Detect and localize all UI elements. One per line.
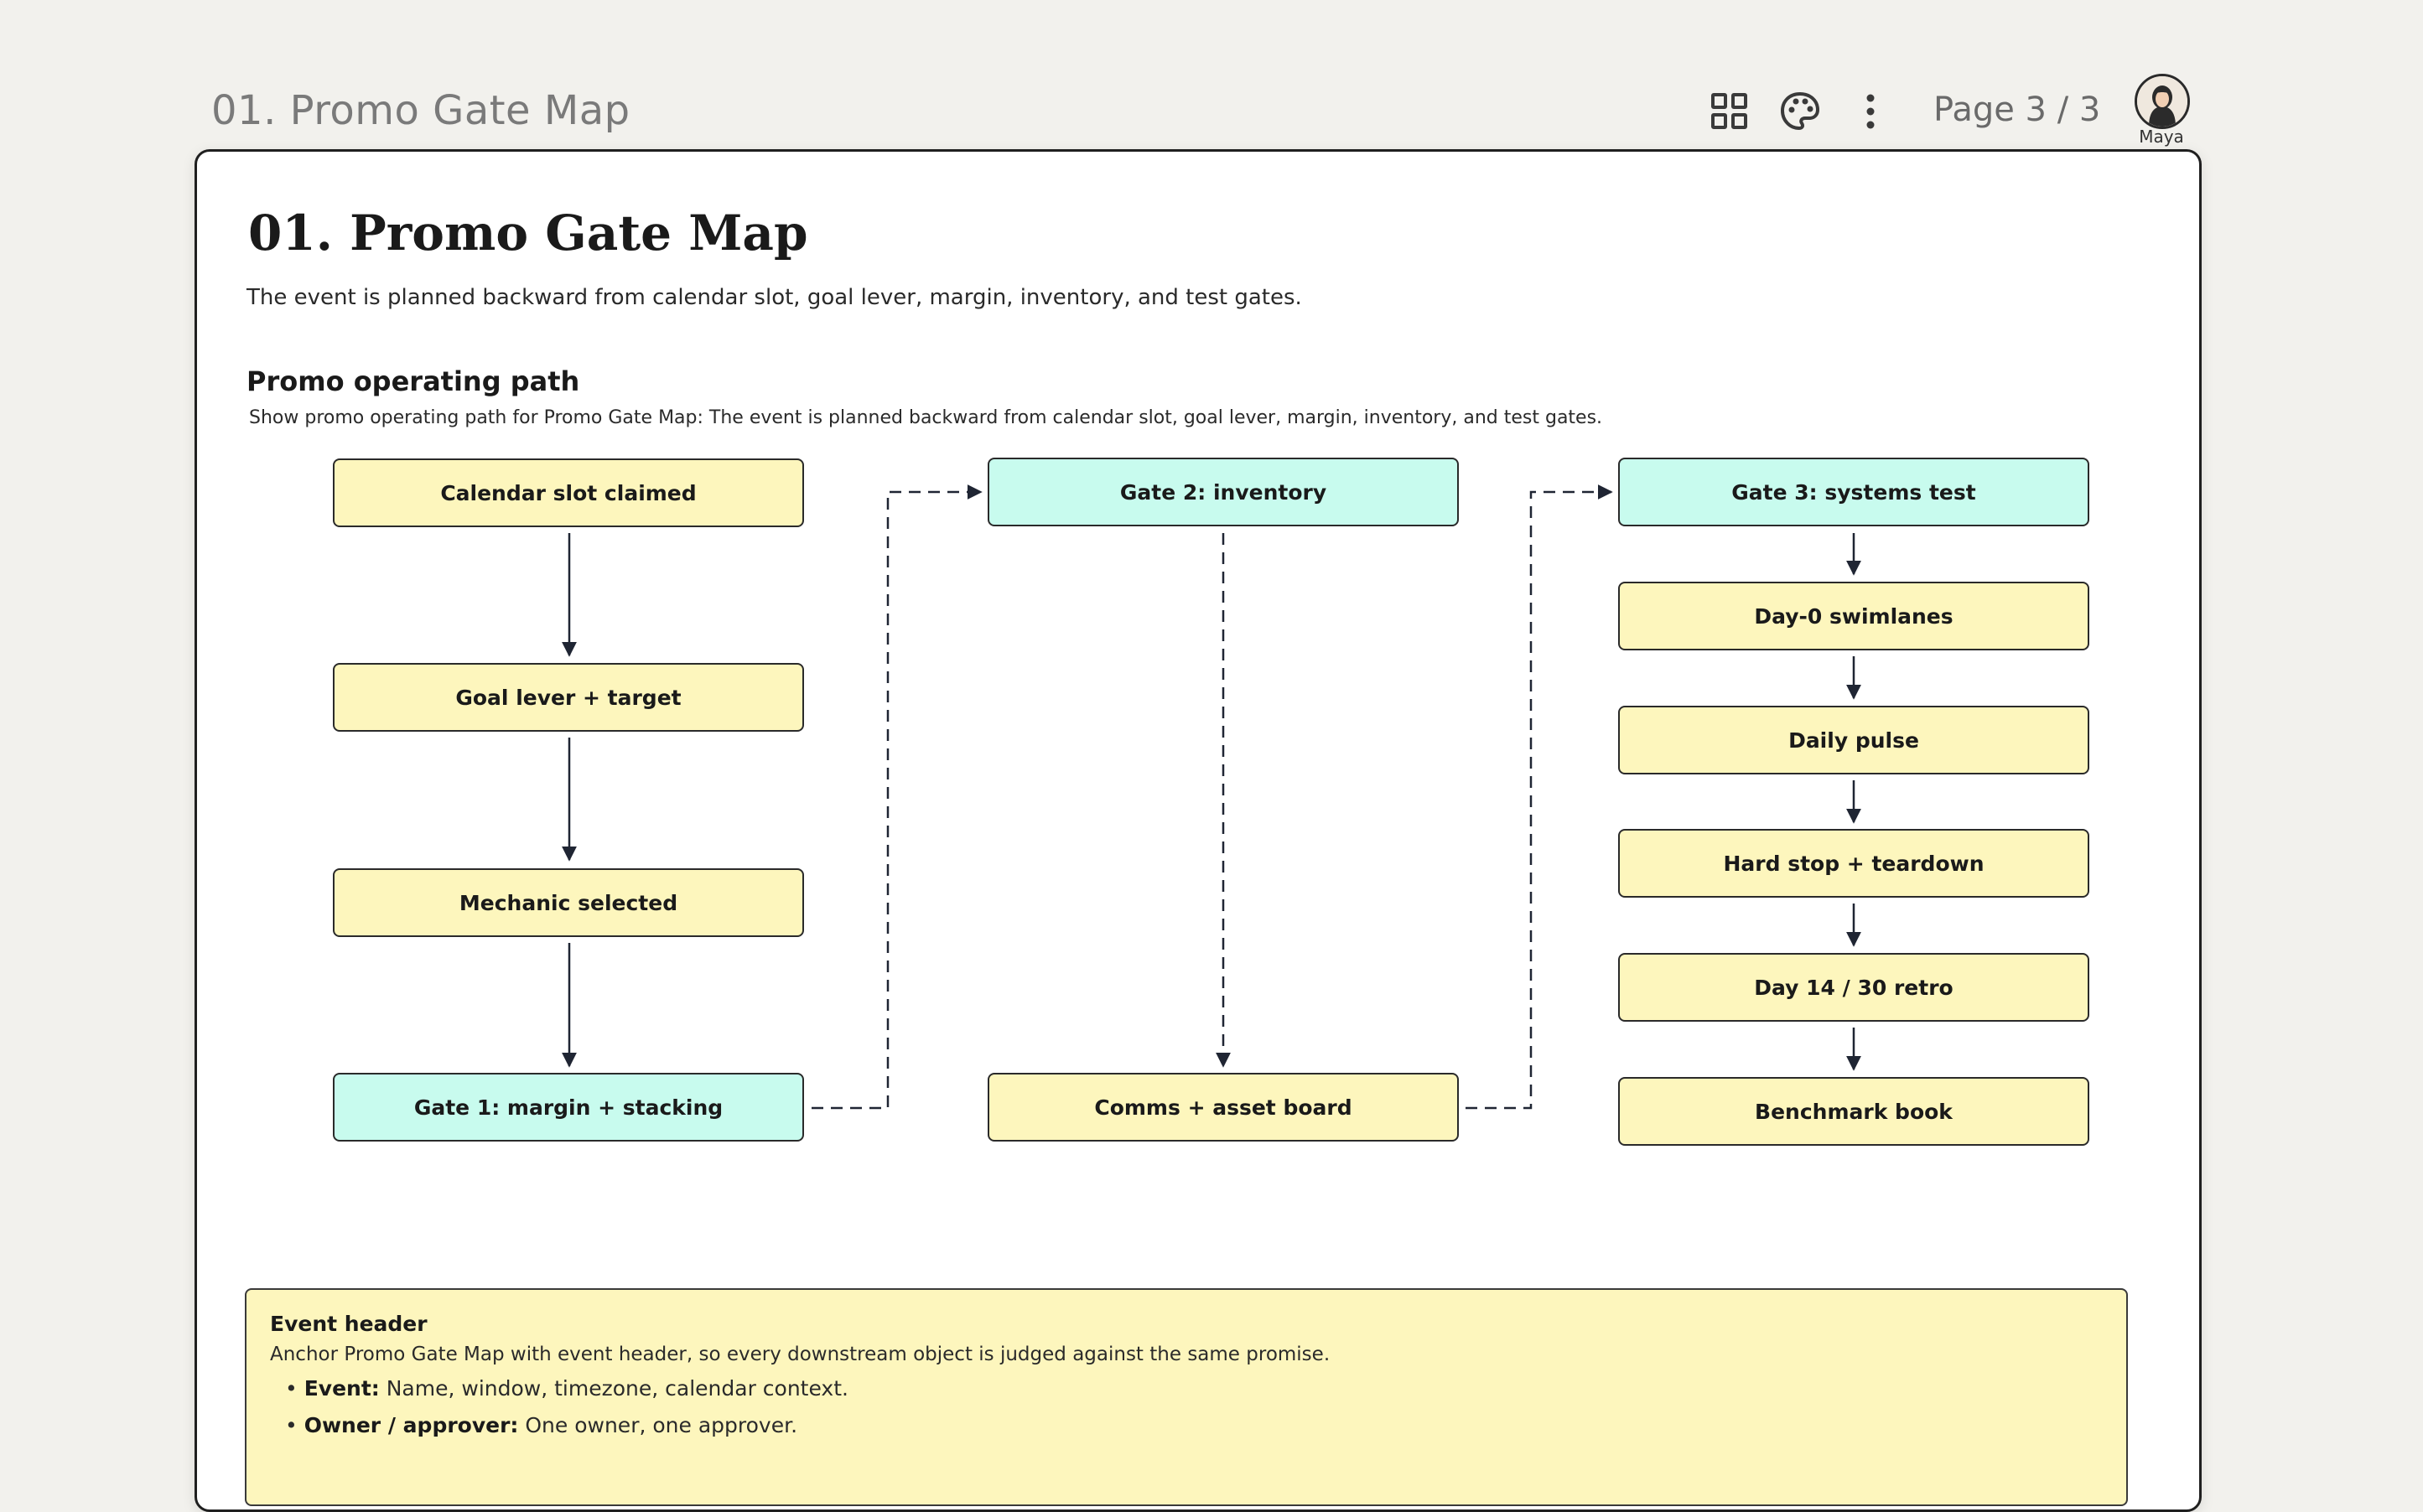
page-indicator: Page 3 / 3 (1933, 91, 2101, 129)
flow-node-goal-lever[interactable]: Goal lever + target (333, 663, 804, 732)
panel-description: Anchor Promo Gate Map with event header,… (270, 1344, 1331, 1365)
flow-node-benchmark[interactable]: Benchmark book (1618, 1077, 2089, 1146)
flow-node-gate3[interactable]: Gate 3: systems test (1618, 458, 2089, 526)
flow-node-comms[interactable]: Comms + asset board (988, 1073, 1459, 1142)
grid-icon[interactable] (1707, 89, 1752, 134)
panel-title: Event header (270, 1312, 428, 1336)
panel-item: • Owner / approver: One owner, one appro… (285, 1413, 797, 1437)
more-vertical-icon[interactable] (1848, 89, 1893, 134)
palette-icon[interactable] (1777, 89, 1823, 134)
flow-node-gate1[interactable]: Gate 1: margin + stacking (333, 1073, 804, 1142)
panel-item-label: Event: (304, 1376, 380, 1401)
section-description: Show promo operating path for Promo Gate… (249, 407, 1603, 428)
avatar[interactable] (2135, 74, 2190, 129)
flow-node-daily-pulse[interactable]: Daily pulse (1618, 706, 2089, 774)
panel-item: • Event: Name, window, timezone, calenda… (285, 1376, 848, 1401)
panel-item-text: One owner, one approver. (525, 1413, 798, 1437)
panel-item-label: Owner / approver: (304, 1413, 519, 1437)
flow-node-hard-stop[interactable]: Hard stop + teardown (1618, 829, 2089, 898)
flow-node-mechanic[interactable]: Mechanic selected (333, 868, 804, 937)
topbar-title: 01. Promo Gate Map (211, 87, 630, 134)
page-title: 01. Promo Gate Map (248, 205, 808, 261)
bullet: • (285, 1413, 304, 1437)
bullet: • (285, 1376, 304, 1401)
flow-node-day0[interactable]: Day-0 swimlanes (1618, 582, 2089, 650)
flow-node-calendar-slot[interactable]: Calendar slot claimed (333, 458, 804, 527)
flow-node-gate2[interactable]: Gate 2: inventory (988, 458, 1459, 526)
page-subtitle: The event is planned backward from calen… (246, 285, 1302, 310)
panel-item-text: Name, window, timezone, calendar context… (386, 1376, 848, 1401)
avatar-username: Maya (2139, 127, 2184, 147)
section-heading: Promo operating path (246, 365, 580, 397)
flow-node-retro[interactable]: Day 14 / 30 retro (1618, 953, 2089, 1022)
